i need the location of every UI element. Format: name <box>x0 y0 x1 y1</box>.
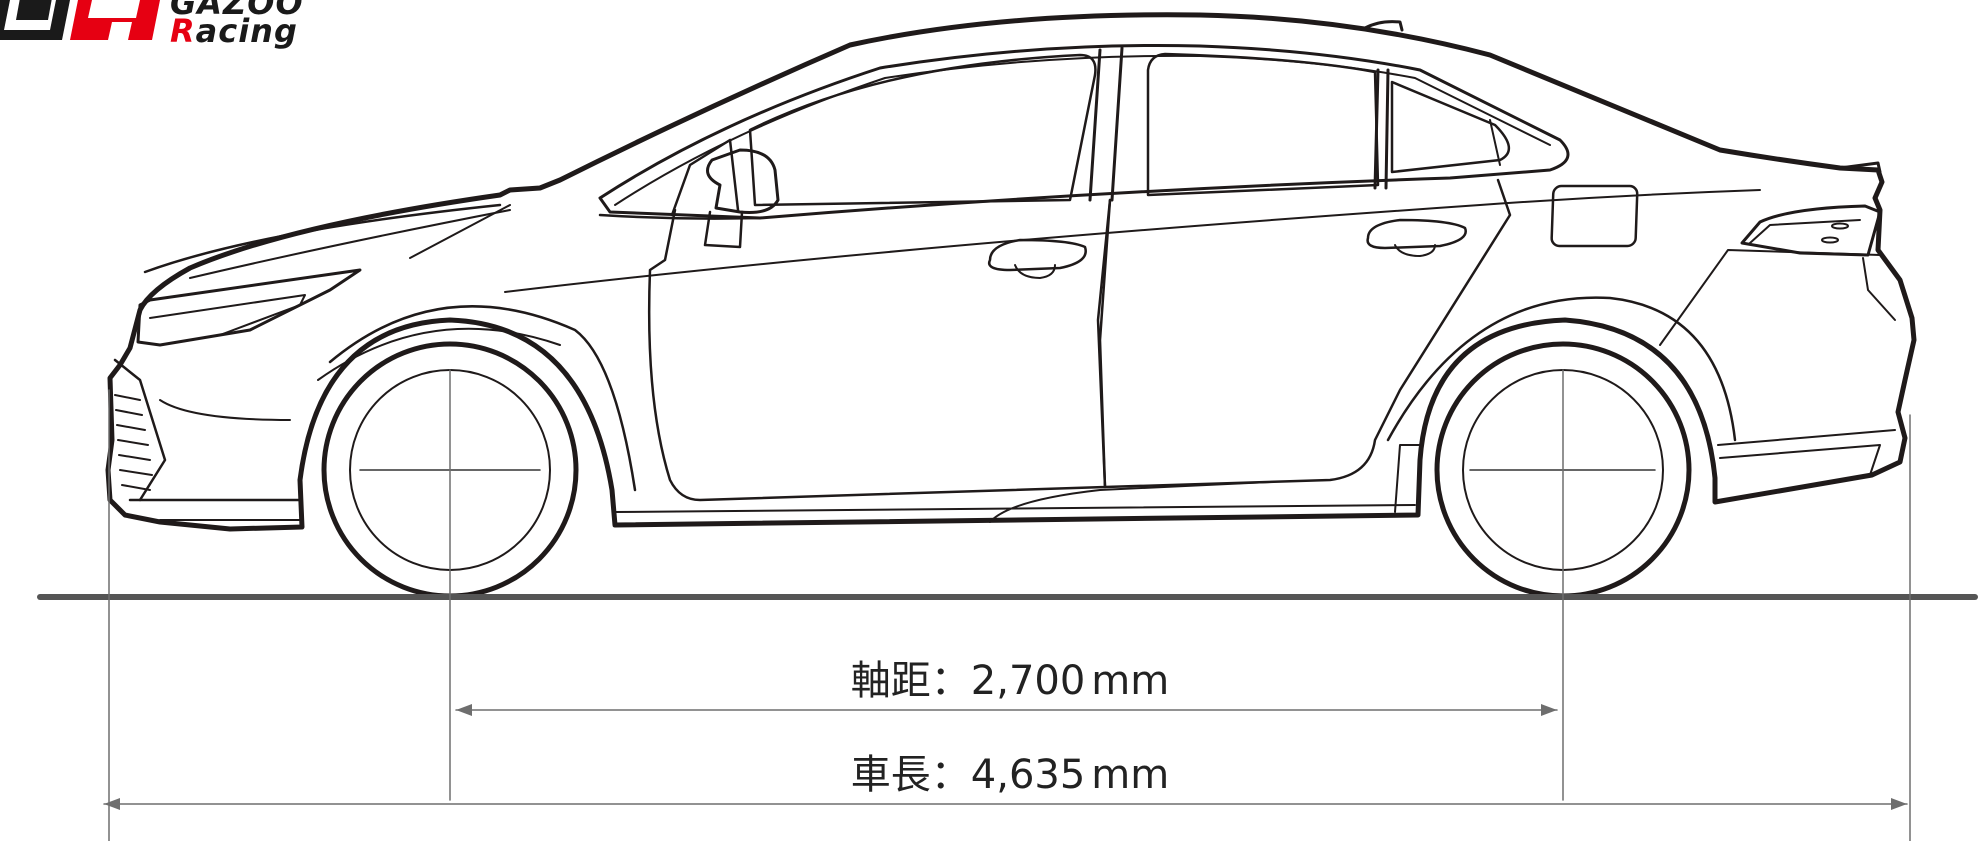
front-arch-outer <box>328 305 637 492</box>
rear-arch-fender <box>1394 444 1421 513</box>
tail-light-dot-lower <box>1821 236 1839 244</box>
wheelbase-dimension-line <box>455 704 1558 716</box>
rear-body-crease <box>1659 249 1881 346</box>
wheelbase-label-name: 軸距 <box>850 658 931 704</box>
hood-line <box>143 203 502 274</box>
d-pillar-line <box>1489 119 1501 166</box>
mirror-stem <box>703 210 744 249</box>
side-mirror <box>706 148 780 214</box>
logo-racing-initial: R <box>170 12 196 50</box>
beltline <box>504 189 1761 293</box>
rear-door-window <box>1146 52 1380 197</box>
headlight-inner <box>149 294 306 336</box>
grille <box>114 394 153 491</box>
gr-logo-mark-icon <box>0 0 160 40</box>
length-value: 4,635 <box>970 752 1086 798</box>
tail-light <box>1740 204 1882 257</box>
gr-gazoo-racing-logo: GAZOO Racing <box>0 0 360 60</box>
side-sill <box>614 481 1416 523</box>
trunk-spoiler <box>1838 161 1882 174</box>
tail-light-inner <box>1749 219 1861 244</box>
front-door-handle <box>987 238 1087 272</box>
greenhouse-trim <box>614 54 1551 206</box>
hood-crease <box>189 209 511 279</box>
front-bumper <box>113 358 167 502</box>
wheelbase-unit: mm <box>1091 658 1170 704</box>
front-door-window <box>748 53 1097 207</box>
rear-bumper-line <box>1717 429 1896 476</box>
length-unit: mm <box>1091 752 1170 798</box>
rear-door-handle-cup <box>1394 244 1436 257</box>
front-quarter-window <box>670 138 740 217</box>
fuel-door <box>1550 184 1639 248</box>
length-dimension-line <box>103 798 1908 810</box>
rear-panel <box>1862 257 1896 321</box>
wheelbase-label-separator: ： <box>930 658 971 704</box>
front-door <box>647 198 1112 502</box>
greenhouse-outer <box>598 43 1570 220</box>
tail-light-dot-upper <box>1831 222 1849 230</box>
logo-racing-rest: acing <box>195 12 298 50</box>
beltline-upper <box>598 213 762 220</box>
fender-crease <box>409 204 511 259</box>
length-label-separator: ： <box>930 752 971 798</box>
logo-racing-text: Racing <box>170 12 298 50</box>
length-label-name: 車長 <box>850 752 931 798</box>
rear-quarter-window <box>1390 80 1510 174</box>
headlight <box>136 268 362 347</box>
front-arch-inner <box>317 327 561 381</box>
rear-door <box>1096 178 1512 489</box>
wheelbase-value: 2,700 <box>970 658 1086 704</box>
body-outline <box>105 12 1917 532</box>
c-pillar <box>1373 68 1390 190</box>
roof-antenna <box>1363 20 1404 32</box>
front-door-handle-cup <box>1014 264 1056 279</box>
rear-door-handle <box>1366 218 1467 250</box>
rear-arch-outer <box>1386 296 1737 442</box>
b-pillar <box>1088 46 1124 202</box>
front-lower-line <box>159 399 291 421</box>
logo-gazoo-text: GAZOO <box>170 0 304 22</box>
